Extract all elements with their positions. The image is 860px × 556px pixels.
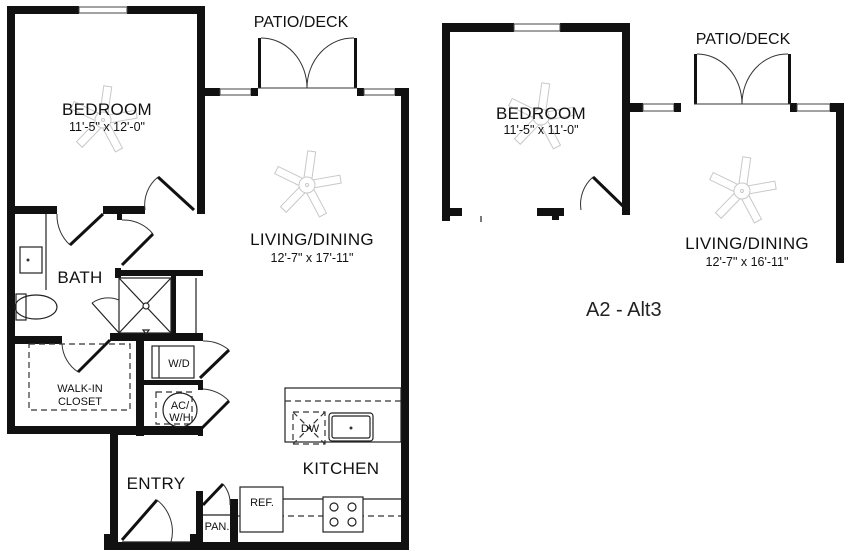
ac-label-line1: AC/: [171, 400, 190, 412]
plan-b: PATIO/DECK BEDROOM 11'-5" x 11'-0" LIVIN…: [442, 23, 844, 269]
living-window-left: [219, 88, 252, 96]
plan-a-living-label: LIVING/DINING: [250, 230, 374, 249]
kitchen-counter: [238, 486, 401, 533]
living-window-right: [363, 88, 396, 96]
dishwasher-icon: [292, 411, 326, 445]
plan-b-living-window-right: [796, 103, 831, 112]
plan-a-patio-label: PATIO/DECK: [254, 14, 349, 31]
plan-b-bedroom-label: BEDROOM: [496, 104, 586, 123]
plan-a-walls: [7, 6, 409, 550]
closet-door: [61, 338, 112, 374]
entry-door: [120, 499, 190, 543]
plan-b-bedroom-door: [580, 175, 629, 212]
bedroom-window: [78, 6, 128, 14]
plan-b-patio-label: PATIO/DECK: [696, 31, 791, 48]
dw-label: DW: [301, 423, 320, 435]
unit-name: A2 - Alt3: [586, 299, 662, 321]
plan-b-living-label: LIVING/DINING: [685, 234, 809, 253]
stove-icon: [322, 496, 364, 533]
plan-b-living-window-left: [642, 103, 675, 112]
living-ceiling-fan-icon: [274, 150, 342, 218]
bath-hall-door: [120, 219, 155, 267]
plan-a-bedroom-label: BEDROOM: [62, 100, 152, 119]
bath-label: BATH: [57, 268, 102, 287]
pantry: [201, 482, 231, 516]
pantry-label: PAN.: [205, 521, 230, 533]
plan-a: PATIO/DECK BEDROOM 11'-5" x 12'-0" LIVIN…: [7, 6, 409, 550]
plan-b-walls: [442, 23, 844, 263]
ac-label-line2: W/H: [169, 412, 190, 424]
entry-label: ENTRY: [127, 474, 186, 493]
ac-water-heater: [155, 388, 231, 432]
washer-dryer: [151, 340, 231, 380]
closet-label-line2: CLOSET: [58, 396, 102, 408]
plan-b-living-ceiling-fan-icon: [709, 156, 777, 224]
toilet-icon: [14, 294, 58, 320]
plan-a-living-dims: 12'-7" x 17'-11": [271, 251, 354, 265]
closet-label-line1: WALK-IN: [57, 383, 102, 395]
plan-b-living-dims: 12'-7" x 16'-11": [706, 255, 789, 269]
plan-b-patio-double-door: [694, 53, 791, 105]
bath-fixtures: [14, 214, 197, 335]
plan-a-bedroom-dims: 11'-5" x 12'-0": [69, 120, 145, 134]
wd-label: W/D: [168, 358, 189, 370]
sink-icon: [19, 246, 43, 274]
plan-b-bedroom-dims: 11'-5" x 11'-0": [503, 123, 578, 137]
plan-b-bedroom-window: [513, 23, 561, 32]
patio-double-door: [258, 37, 357, 89]
refrigerator-icon: [239, 486, 284, 533]
ref-label: REF.: [250, 497, 274, 509]
kitchen-label: KITCHEN: [303, 459, 380, 478]
closet-shelf: [28, 343, 131, 411]
bedroom-door: [144, 175, 196, 212]
kitchen-island: [284, 387, 402, 445]
bath-door: [56, 212, 105, 247]
